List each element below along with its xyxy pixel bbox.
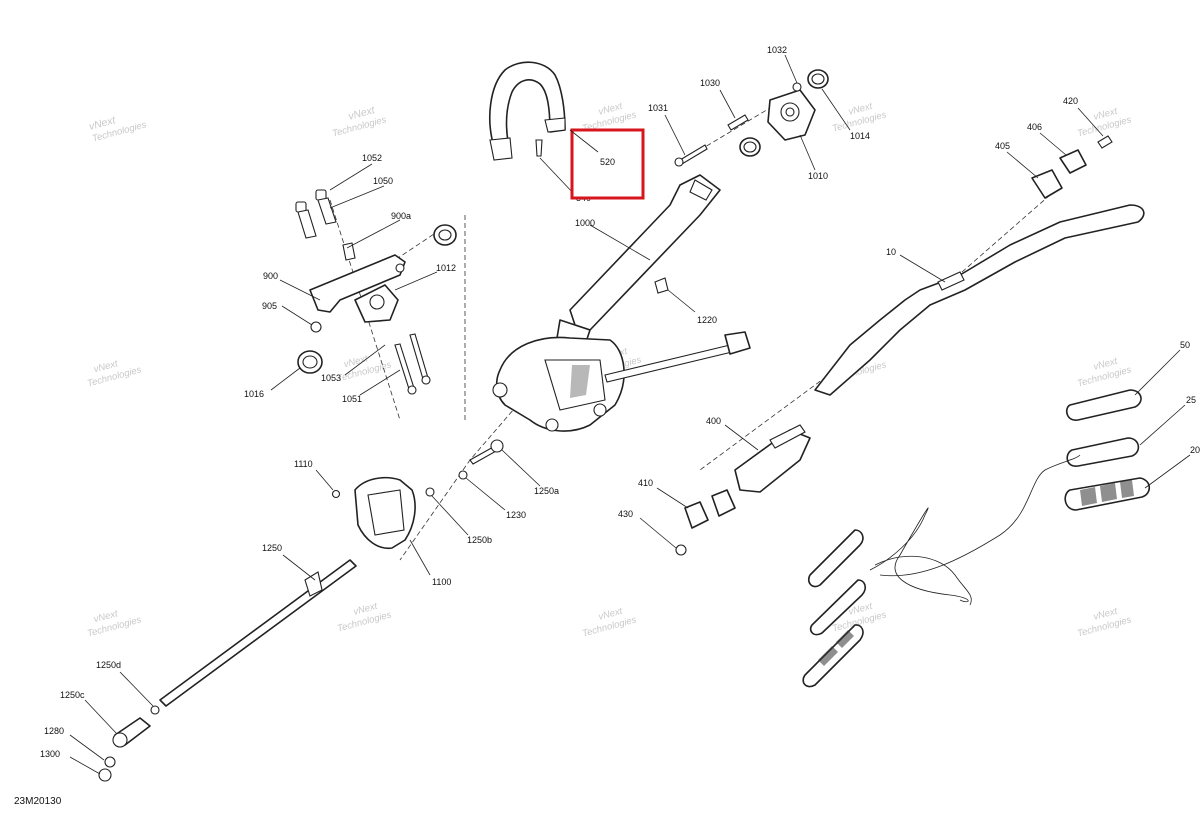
callout-520: 520 — [600, 157, 615, 167]
callout-900a: 900a — [391, 211, 411, 221]
callout-1250a: 1250a — [534, 486, 559, 496]
callout-405: 405 — [995, 141, 1010, 151]
callout-1050: 1050 — [373, 176, 393, 186]
callout-50: 50 — [1180, 340, 1190, 350]
part-430-bolt[interactable] — [675, 544, 687, 556]
callout-10: 10 — [886, 247, 896, 257]
part-20-grip[interactable] — [1064, 477, 1151, 511]
part-1051-bolts[interactable] — [394, 333, 431, 395]
part-50-sleeve[interactable] — [1065, 389, 1142, 421]
callout-1052: 1052 — [362, 153, 382, 163]
callout-420: 420 — [1063, 96, 1078, 106]
part-405-clamp[interactable] — [1031, 169, 1063, 199]
callout-1000: 1000 — [575, 218, 595, 228]
callout-25: 25 — [1186, 395, 1196, 405]
part-1016-ring[interactable] — [297, 350, 323, 374]
callout-1014: 1014 — [850, 131, 870, 141]
callout-1250c: 1250c — [60, 690, 85, 700]
part-1050-sleeve[interactable] — [297, 197, 337, 239]
part-900a-post[interactable] — [342, 242, 356, 261]
callout-1016: 1016 — [244, 389, 264, 399]
part-420-bolt[interactable] — [1097, 135, 1113, 149]
part-1110-bolt[interactable] — [331, 489, 341, 499]
part-1010-upper-bracket[interactable] — [767, 89, 816, 141]
highlight-520[interactable]: 520 — [569, 128, 645, 200]
callout-1250: 1250 — [262, 543, 282, 553]
part-400-riser[interactable] — [734, 424, 811, 493]
callout-1012: 1012 — [436, 263, 456, 273]
callout-1230: 1230 — [506, 510, 526, 520]
callout-1220: 1220 — [697, 315, 717, 325]
callout-1032: 1032 — [767, 45, 787, 55]
callout-400: 400 — [706, 416, 721, 426]
callout-labels: 1032 1030 1031 1014 1010 420 406 405 100… — [40, 45, 1200, 759]
part-406-clamp[interactable] — [1059, 149, 1087, 174]
part-1032-nut[interactable] — [792, 82, 802, 92]
part-1230-washer[interactable] — [458, 470, 468, 480]
part-left-sleeve-middle[interactable] — [809, 579, 867, 636]
callout-1300: 1300 — [40, 749, 60, 759]
part-steering-housing[interactable] — [492, 336, 625, 432]
part-1250b-washer[interactable] — [425, 487, 435, 497]
part-1250-shaft[interactable] — [159, 559, 357, 707]
part-540-screw[interactable] — [535, 139, 576, 196]
part-1030-pin[interactable] — [727, 114, 749, 131]
part-25-tube[interactable] — [1066, 437, 1140, 467]
part-1014-ring[interactable] — [807, 69, 829, 89]
callout-1030: 1030 — [700, 78, 720, 88]
part-10-handlebar[interactable] — [814, 204, 1145, 396]
callout-1010: 1010 — [808, 171, 828, 181]
callout-1110: 1110 — [294, 459, 313, 469]
callout-1053: 1053 — [321, 373, 341, 383]
part-1250a-bolt[interactable] — [469, 439, 504, 465]
part-900-bracket[interactable] — [309, 254, 406, 313]
part-heating-wires[interactable] — [869, 454, 1081, 606]
callout-1031: 1031 — [648, 103, 668, 113]
callout-410: 410 — [638, 478, 653, 488]
part-1012-clamp[interactable] — [354, 224, 457, 323]
part-520-handle[interactable] — [489, 61, 566, 161]
callout-430: 430 — [618, 509, 633, 519]
part-1300-nut[interactable] — [98, 768, 112, 782]
part-1100-lower-housing[interactable] — [354, 476, 416, 550]
document-code: 23M20130 — [14, 796, 62, 807]
callout-1051: 1051 — [342, 394, 362, 404]
callout-1250b: 1250b — [467, 535, 492, 545]
part-1250d-clip[interactable] — [150, 705, 160, 715]
part-1220-tie-rod[interactable] — [604, 277, 751, 383]
part-left-sleeve-upper[interactable] — [807, 529, 864, 588]
callout-1280: 1280 — [44, 726, 64, 736]
callout-1100: 1100 — [432, 577, 451, 587]
callout-1250d: 1250d — [96, 660, 121, 670]
callout-905: 905 — [262, 301, 277, 311]
part-1031-bolt[interactable] — [674, 144, 708, 167]
part-410-clamp[interactable] — [684, 489, 736, 529]
part-1280-washer[interactable] — [104, 756, 116, 768]
leader-lines — [69, 54, 1191, 775]
part-left-grip[interactable] — [802, 624, 864, 688]
part-ring-lower[interactable] — [739, 137, 761, 157]
callout-406: 406 — [1027, 122, 1042, 132]
callout-900: 900 — [263, 271, 278, 281]
part-1250c-tie-rod-end[interactable] — [112, 717, 151, 748]
part-905-nut[interactable] — [310, 321, 322, 333]
callout-20: 20 — [1190, 445, 1200, 455]
